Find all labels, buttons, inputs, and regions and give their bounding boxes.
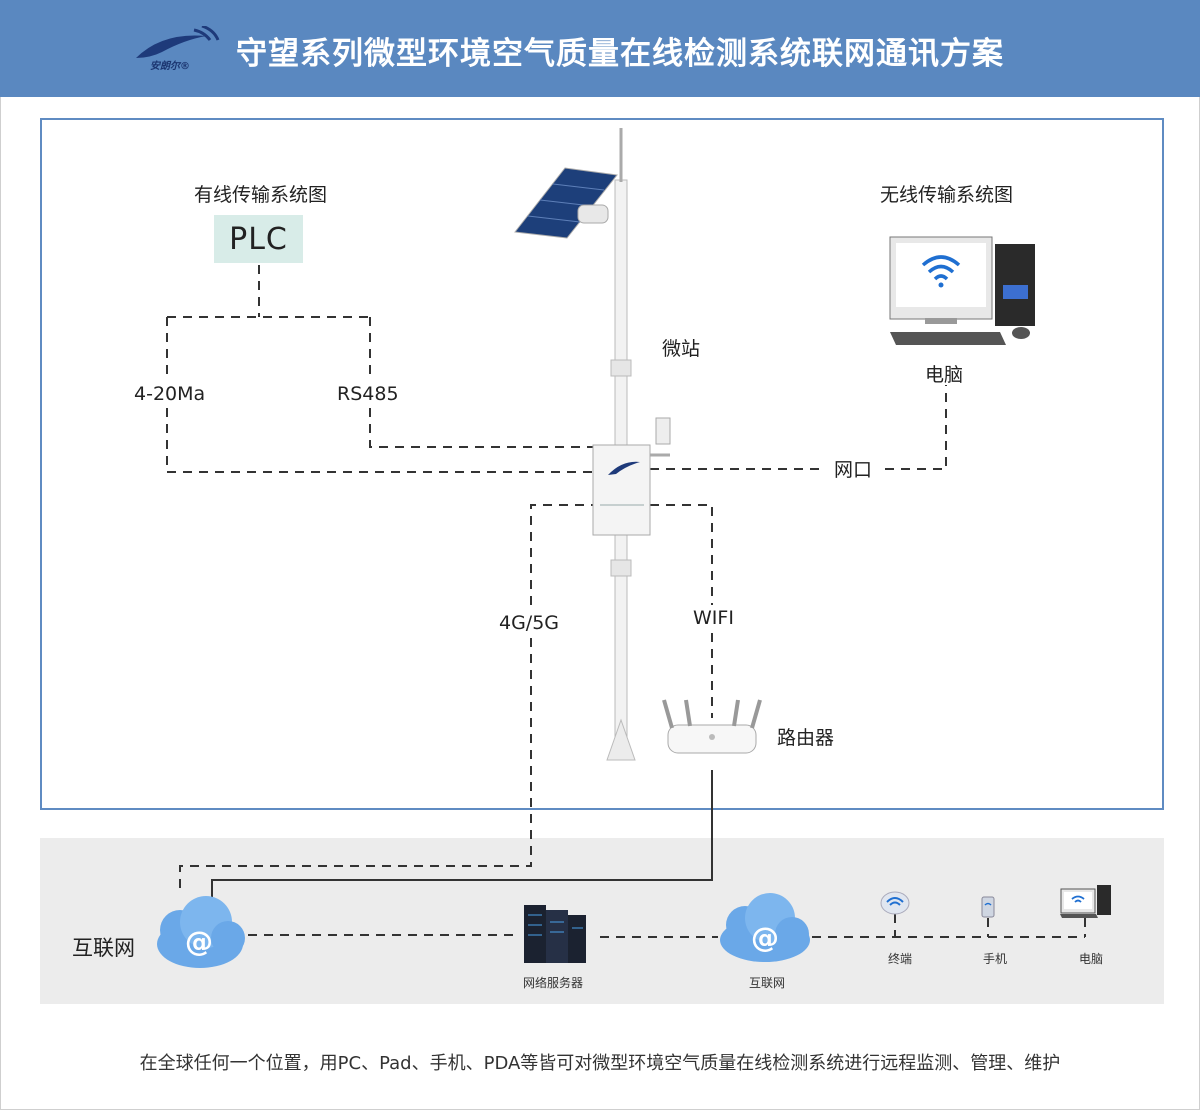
- line-rs485: [369, 317, 600, 448]
- router-icon: [662, 699, 762, 754]
- brand-logo-icon: [136, 26, 220, 58]
- network-port-label: 网口: [834, 459, 873, 481]
- wired-system-title: 有线传输系统图: [194, 184, 328, 206]
- connection-lines: [166, 265, 1086, 938]
- router-label: 路由器: [777, 727, 835, 749]
- desktop-computer-icon: [889, 236, 1035, 345]
- phone-label: 手机: [982, 952, 1008, 966]
- line-network-port: [650, 385, 947, 470]
- line-rs485-label: RS485: [337, 383, 399, 405]
- server-label: 网络服务器: [522, 976, 584, 990]
- wireless-system-title: 无线传输系统图: [880, 184, 1014, 206]
- cellular-label: 4G/5G: [499, 612, 560, 634]
- plc-box: PLC: [214, 215, 303, 263]
- internet-small-label: 互联网: [748, 976, 786, 990]
- line-4g5g: [179, 504, 600, 890]
- server-rack-icon: [524, 905, 586, 963]
- header-bar: 安朗尔® 守望系列微型环境空气质量在线检测系统联网通讯方案: [0, 0, 1200, 97]
- internet-cloud-small-icon: @: [720, 893, 810, 962]
- footer-caption: 在全球任何一个位置，用PC、Pad、手机、PDA等皆可对微型环境空气质量在线检测…: [139, 1053, 1061, 1074]
- phone-icon: [981, 896, 995, 918]
- line-4-20ma-label: 4-20Ma: [134, 383, 206, 405]
- svg-text:@: @: [185, 925, 213, 958]
- system-diagram-box: [40, 118, 1164, 810]
- line-4-20ma: [166, 317, 600, 473]
- pc-label: 电脑: [1078, 952, 1104, 966]
- router-internet-line: [211, 770, 713, 906]
- micro-station-label: 微站: [662, 338, 701, 360]
- terminal-wifi-icon: [880, 891, 910, 915]
- wifi-label: WIFI: [693, 607, 734, 629]
- brand-logo-text: 安朗尔®: [150, 61, 190, 72]
- svg-text:@: @: [751, 921, 779, 954]
- line-wifi: [650, 504, 713, 718]
- terminal-label: 终端: [887, 952, 913, 966]
- internet-cloud-icon: @: [157, 896, 245, 968]
- small-pc-icon: [1060, 885, 1111, 918]
- internet-label: 互联网: [72, 936, 135, 960]
- page-title: 守望系列微型环境空气质量在线检测系统联网通讯方案: [236, 36, 1004, 72]
- computer-label: 电脑: [925, 364, 964, 386]
- monitoring-station-icon: [514, 128, 671, 761]
